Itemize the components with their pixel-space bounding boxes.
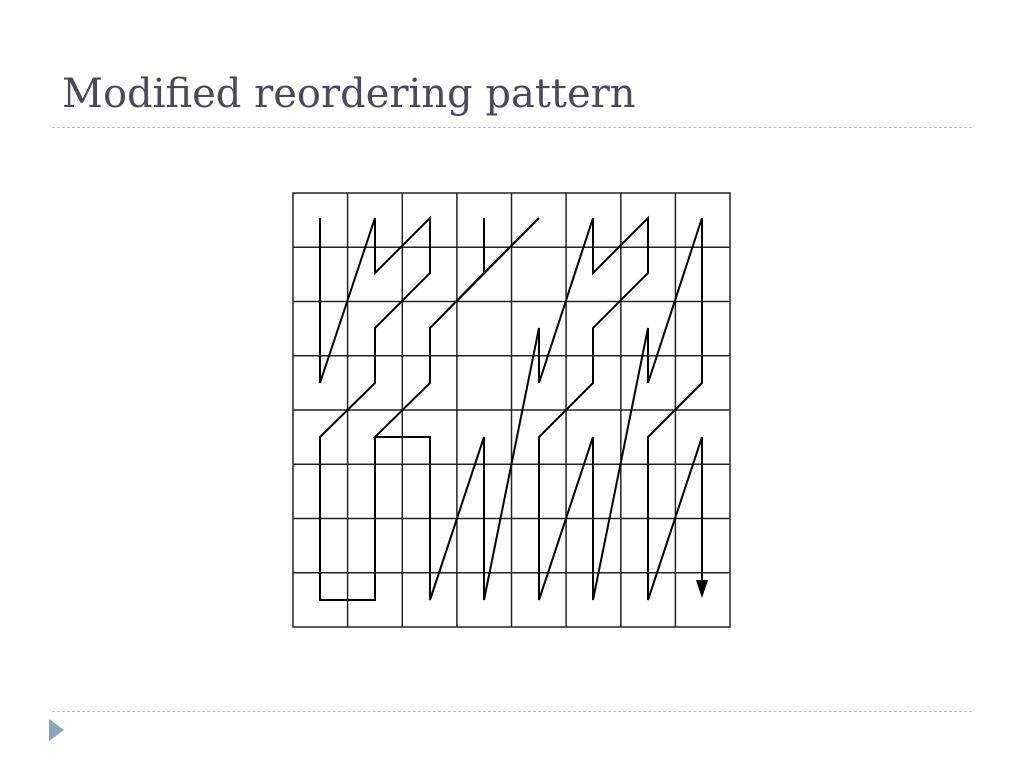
- title-divider: [52, 127, 972, 128]
- scan-path: [319, 215, 703, 601]
- reordering-pattern-diagram: [292, 192, 731, 628]
- play-triangle-icon[interactable]: [49, 719, 65, 741]
- footer-divider: [52, 711, 972, 712]
- slide-title: Modified reordering pattern: [62, 71, 636, 117]
- grid: [292, 192, 731, 628]
- path-end-arrowhead: [696, 580, 708, 598]
